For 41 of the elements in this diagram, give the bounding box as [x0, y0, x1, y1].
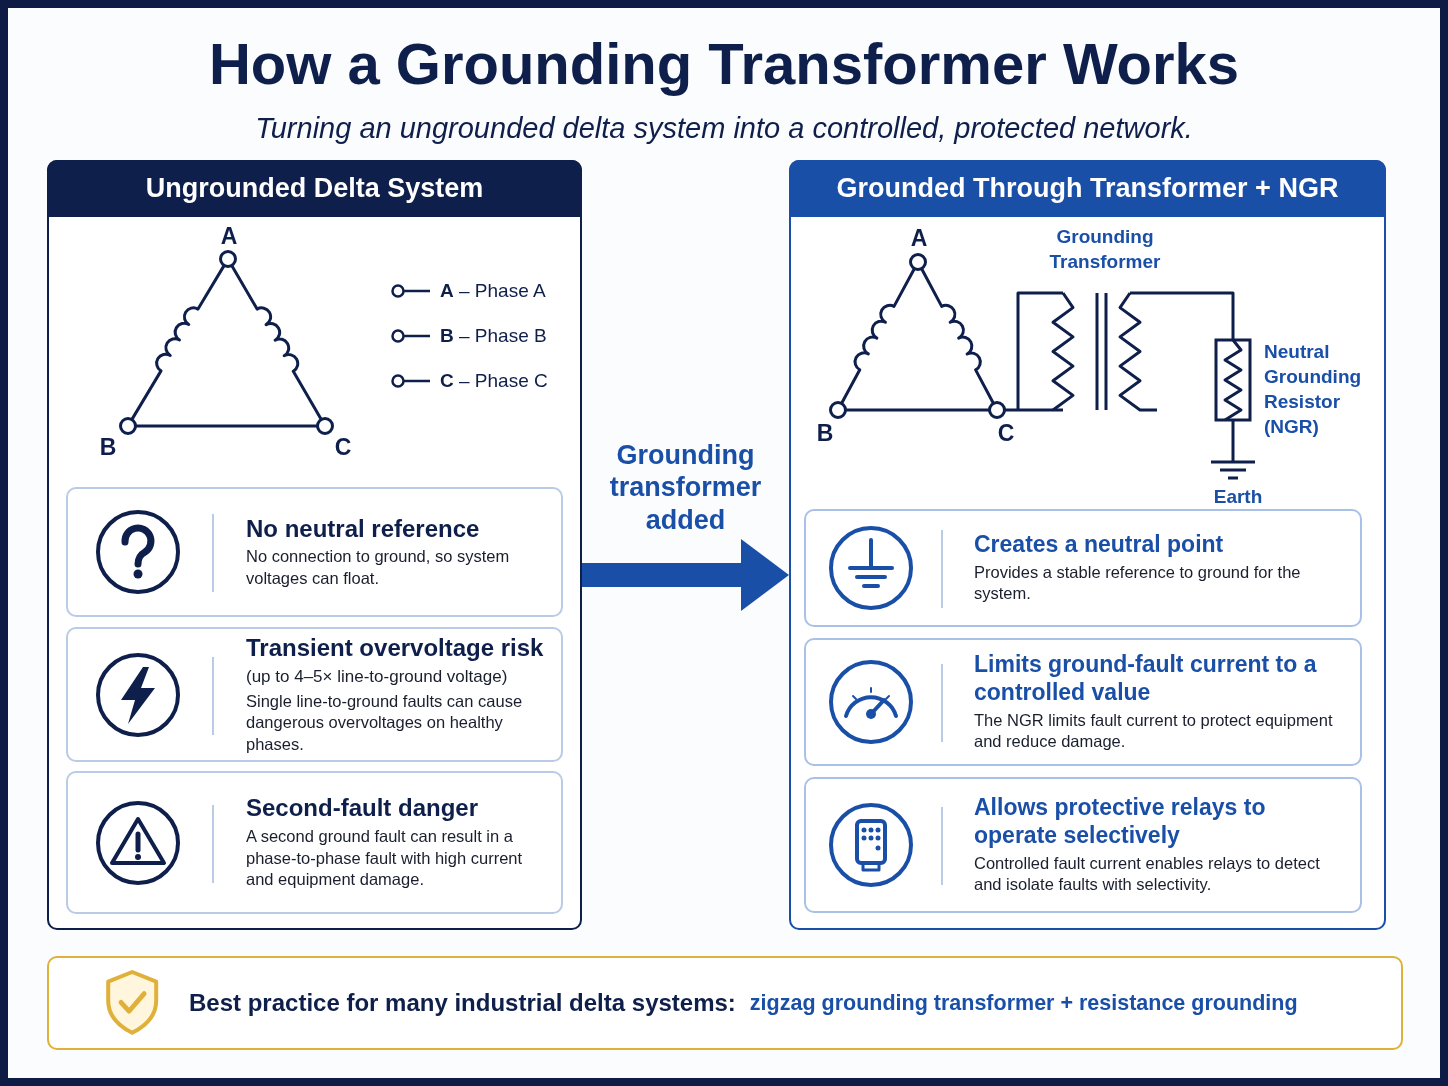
- component-label: Grounding Transformer: [1048, 225, 1162, 274]
- panel: [47, 160, 582, 930]
- info-card: [804, 638, 1362, 766]
- arrow: [582, 539, 789, 611]
- terminal-label: B: [99, 433, 117, 461]
- card-heading: Allows protective relays to operate selectively: [974, 794, 1267, 850]
- card-heading: Limits ground-fault current to a controlled value: [974, 651, 1318, 707]
- info-card: [66, 487, 563, 617]
- card-heading: Creates a neutral point: [974, 531, 1225, 559]
- terminal-label: C: [997, 419, 1015, 447]
- title: How a Grounding Transformer Works: [207, 30, 1241, 97]
- terminal-label: C: [334, 433, 352, 461]
- component-label: Earth: [1213, 486, 1263, 508]
- banner-heading: Best practice for many industrial delta systems:: [189, 989, 736, 1017]
- card-heading: No neutral reference: [246, 514, 481, 544]
- card-text: The NGR limits fault current to protect equipment and reduce damage.: [974, 709, 1334, 753]
- banner-text: zigzag grounding transformer + resistance grounding: [749, 990, 1298, 1016]
- terminal-label: A: [910, 224, 928, 252]
- best-practice-banner: [47, 956, 1403, 1050]
- component-label: Neutral Grounding Resistor (NGR): [1264, 339, 1363, 440]
- card-heading: Second-fault danger: [246, 794, 480, 824]
- legend-text: B – Phase B: [440, 325, 547, 347]
- panel: [789, 160, 1386, 930]
- panel-header: Ungrounded Delta System: [47, 160, 582, 217]
- terminal-label: B: [816, 419, 834, 447]
- legend-text: A – Phase A: [440, 280, 546, 302]
- panel-header: Grounded Through Transformer + NGR: [789, 160, 1386, 217]
- info-card: [804, 509, 1362, 627]
- legend-text: C – Phase C: [440, 370, 548, 392]
- card-text: No connection to ground, so system voltages can float.: [246, 546, 511, 589]
- info-card: [66, 771, 563, 914]
- subtitle: Turning an ungrounded delta system into a controlled, protected network.: [255, 111, 1193, 145]
- card-text: Single line-to-ground faults can cause dangerous overvoltages on healthy phases.: [246, 690, 524, 755]
- card-text: Provides a stable reference to ground for the system.: [974, 561, 1302, 605]
- terminal-label: A: [220, 222, 238, 250]
- card-heading: Transient overvoltage risk: [246, 633, 545, 663]
- info-card: [804, 777, 1362, 913]
- card-text: Controlled fault current enables relays to detect and isolate faults with selectivity.: [974, 852, 1321, 896]
- card-text: A second ground fault can result in a phase-to-phase fault with high current and equipment damage.: [246, 826, 524, 891]
- card-subheading: (up to 4–5× line-to-ground voltage): [246, 665, 509, 687]
- info-card: [66, 627, 563, 762]
